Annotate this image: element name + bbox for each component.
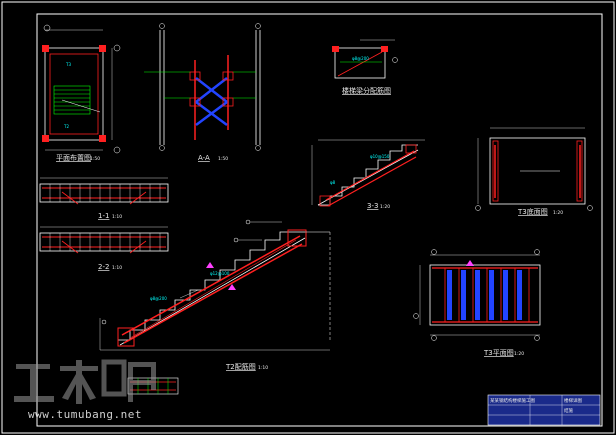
section-22-scale: 1:10 (112, 265, 122, 271)
svg-text:φ10@150: φ10@150 (370, 154, 390, 159)
plan-layout-view: T3 T2 (42, 24, 121, 154)
t2-scale: 1:10 (258, 365, 268, 371)
section-aa-view (144, 23, 261, 151)
t3-bottom-title: T3底面图 (517, 207, 548, 216)
t2-stair-view: φ12@100 φ8@200 (99, 219, 331, 351)
t3-plan-view (413, 249, 541, 341)
title-block (487, 394, 601, 426)
section-aa-scale: 1:50 (218, 156, 228, 162)
t3-bottom-scale: 1:20 (553, 210, 563, 216)
svg-text:φ8@200: φ8@200 (150, 296, 167, 301)
svg-text:T3: T3 (65, 62, 71, 67)
svg-text:T2: T2 (63, 124, 69, 129)
title-block-sheet: 结施 (564, 407, 573, 414)
t3-plan-scale: 1:20 (514, 351, 524, 357)
inner-drawing-frame (36, 13, 603, 427)
beam-detail-view: φ8@200 (332, 39, 398, 79)
section-11-view (39, 177, 169, 205)
section-aa-title: A-A (198, 154, 210, 162)
plan-layout-scale: 1:50 (90, 156, 100, 162)
svg-text:φ8: φ8 (330, 180, 336, 185)
svg-text:φ12@100: φ12@100 (210, 271, 230, 276)
section-33-view: φ10@150 φ8 (311, 139, 425, 207)
title-block-drawing-title: 楼梯详图 (564, 397, 582, 404)
t3-plan-title: T3平面图 (483, 349, 514, 357)
section-11-scale: 1:10 (112, 214, 122, 220)
section-33-scale: 1:20 (380, 204, 390, 210)
watermark-url: www.tumubang.net (28, 408, 142, 421)
section-22-view (39, 226, 169, 254)
svg-text:φ8@200: φ8@200 (352, 56, 369, 61)
bottom-left-detail (127, 377, 179, 395)
beam-detail-title: 楼梯梁分配筋图 (342, 86, 391, 95)
t3-bottom-view (475, 127, 593, 211)
plan-layout-title: 平面布置图 (56, 153, 91, 162)
section-33-title: 3-3 (367, 202, 378, 210)
section-22-title: 2-2 (98, 263, 109, 271)
section-11-title: 1-1 (98, 212, 109, 220)
title-block-project: 某某钢结构楼梯施工图 (490, 397, 535, 404)
t2-title: T2配筋图 (225, 362, 256, 371)
